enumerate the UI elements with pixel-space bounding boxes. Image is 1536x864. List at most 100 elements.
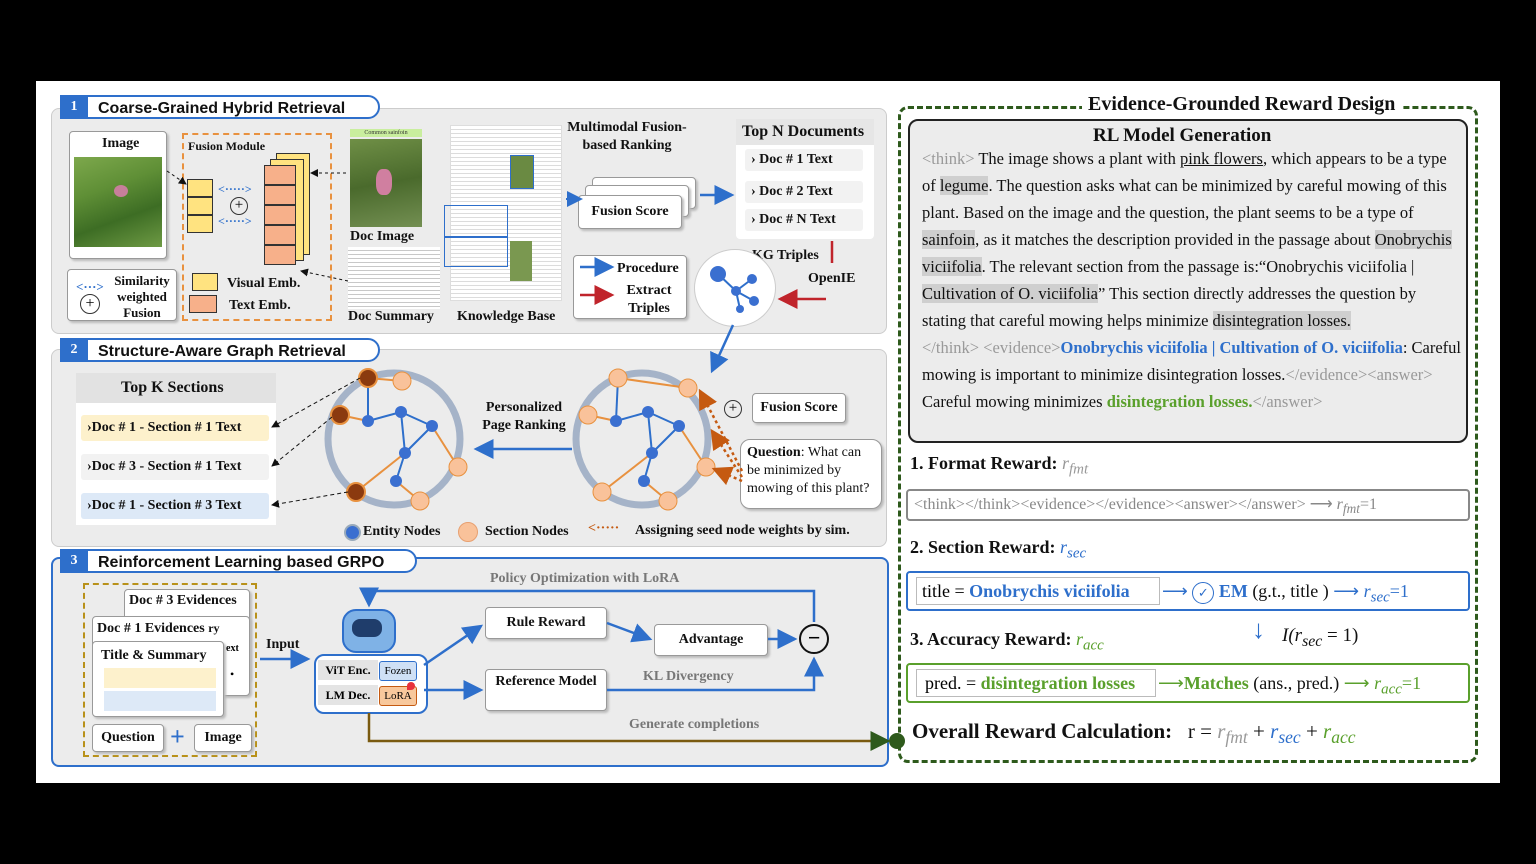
visual-emb-cell (187, 197, 213, 215)
top-k-item: ›Doc # 1 - Section # 1 Text (81, 415, 269, 441)
model-to-rule-arrow (423, 624, 484, 667)
image-label: Image (102, 136, 140, 151)
entity-nodes-label: Entity Nodes (363, 524, 441, 539)
text-emb-cell (264, 245, 296, 265)
section-reward-box (906, 571, 1470, 611)
generate-completions-label: Generate completions (629, 717, 760, 732)
partial-text-dot: • (230, 667, 235, 681)
text-emb-cell (264, 205, 296, 225)
reward-panel-title: Evidence-Grounded Reward Design (1082, 93, 1402, 116)
openie-label: OpenIE (808, 271, 856, 286)
plus-icon: + (170, 722, 185, 751)
doc-summary-label: Doc Summary (348, 309, 434, 324)
graph-right (572, 368, 716, 511)
doc-image-flower (376, 169, 392, 195)
robot-face (352, 619, 382, 637)
seed-weight-arrow-icon: <····· (588, 521, 620, 536)
top-k-item: ›Doc # 1 - Section # 3 Text (81, 493, 269, 519)
doc-image-label: Doc Image (350, 229, 415, 244)
visual-emb-cell (187, 179, 213, 197)
question-input-box: Question (92, 724, 164, 752)
extract-triples-label: Extract Triples (626, 283, 672, 316)
rl-generation-text: <think> The image shows a plant with pin… (922, 149, 1462, 411)
seed-arrow (711, 466, 743, 486)
bidirectional-arrow: <·····> (218, 182, 252, 196)
bidirectional-arrow: <·····> (218, 214, 252, 228)
minus-circle-icon: − (799, 624, 829, 654)
plus-circle-icon: + (80, 294, 100, 314)
similarity-fusion-label: Similarity weighted Fusion (114, 273, 170, 320)
top-n-doc-item: › Doc # 2 Text (745, 181, 863, 203)
section1-number: 1 (60, 95, 88, 119)
section-nodes-label: Section Nodes (485, 524, 569, 539)
multimodal-ranking-label: Multimodal Fusion-based Ranking (567, 120, 687, 153)
vit-encoder: ViT Enc. (318, 660, 378, 680)
overall-connector-dot (889, 733, 905, 749)
section3-title: 3 Reinforcement Learning based GRPO (60, 549, 417, 573)
procedure-label: Procedure (617, 261, 679, 276)
top-n-doc-item: › Doc # 1 Text (745, 149, 863, 171)
kg-mini-graph (710, 266, 759, 313)
kl-divergency-label: KL Divergency (643, 669, 734, 684)
indicator-formula: I(rsec = 1) (1282, 625, 1359, 650)
lm-decoder: LM Dec. (318, 685, 378, 705)
fusion-score-box: Fusion Score (578, 195, 682, 229)
top-n-title: Top N Documents (742, 123, 865, 140)
section3-number: 3 (60, 549, 88, 573)
kb-photo (510, 241, 532, 281)
check-circle-icon: ✓ (1192, 581, 1215, 604)
frozen-badge: Fozen (379, 661, 417, 681)
input-docs-frame (83, 583, 257, 757)
advantage-box: Advantage (654, 624, 768, 656)
image-to-fusion-arrow (166, 170, 187, 185)
fusion-score-box: Fusion Score (752, 393, 846, 423)
text-emb-label: Text Emb. (229, 298, 291, 313)
summary-blue-bar (104, 691, 216, 711)
text-emb-cell (264, 165, 296, 185)
overall-reward: Overall Reward Calculation: r = rfmt + r… (912, 719, 1356, 748)
knowledge-base-doc (450, 125, 562, 301)
text-emb-cell (264, 225, 296, 245)
seed-weights-label: Assigning seed node weights by sim. (635, 523, 850, 538)
doc-summary-text-lines (348, 247, 440, 309)
accuracy-reward-result: ⟶Matches (ans., pred.) ⟶ racc=1 (1158, 673, 1422, 698)
kb-photo (510, 155, 534, 189)
image-input-box: Image (194, 724, 252, 752)
policy-opt-label: Policy Optimization with LoRA (490, 571, 680, 586)
rl-generation-box (908, 119, 1468, 443)
procedure-legend (573, 255, 687, 319)
kg-to-graph-arrow (710, 324, 735, 374)
section-node-legend-icon (458, 522, 478, 542)
down-arrow-icon: ↓ (1252, 615, 1265, 644)
summary-to-fusion-arrow (300, 268, 349, 282)
diagram-canvas: 1 Coarse-Grained Hybrid Retrieval Image … (36, 81, 1500, 783)
accuracy-reward-box (906, 663, 1470, 703)
text-emb-cell (264, 185, 296, 205)
input-label: Input (266, 637, 300, 652)
partial-text-ext: ext (226, 643, 239, 654)
pred-field: pred. = disintegration losses (916, 669, 1156, 697)
section2-number: 2 (60, 338, 88, 362)
plus-circle-icon: + (230, 197, 248, 215)
visual-emb-legend-swatch (192, 273, 218, 291)
summary-yellow-bar (104, 668, 216, 688)
ppr-label: Personalized Page Ranking (482, 400, 566, 433)
diagram-connectors (166, 169, 905, 751)
plus-circle-icon: + (724, 400, 742, 418)
section1-title: 1 Coarse-Grained Hybrid Retrieval (60, 95, 380, 119)
section-reward-result: ⟶ ✓ EM (g.t., title ) ⟶ rsec=1 (1162, 581, 1409, 606)
visual-emb-cell (187, 215, 213, 233)
text-emb-legend-swatch (189, 295, 217, 313)
accuracy-reward-heading: 3. Accuracy Reward: racc (910, 629, 1104, 654)
lora-badge: LoRA (379, 686, 417, 706)
top-k-title-bar (76, 373, 276, 403)
section-reward-heading: 2. Section Reward: rsec (910, 537, 1087, 562)
top-n-doc-item: › Doc # N Text (745, 209, 863, 231)
graph-left (324, 368, 468, 511)
section-title-field: title = Onobrychis viciifolia (916, 577, 1160, 605)
format-reward-heading: 1. Format Reward: rfmt (910, 453, 1089, 478)
rule-to-advantage-arrow (606, 621, 653, 643)
dashed-arrow-icon: <···> (76, 279, 104, 294)
policy-loop-arrow (359, 587, 816, 622)
kg-triples-label: KG Triples (752, 248, 819, 263)
